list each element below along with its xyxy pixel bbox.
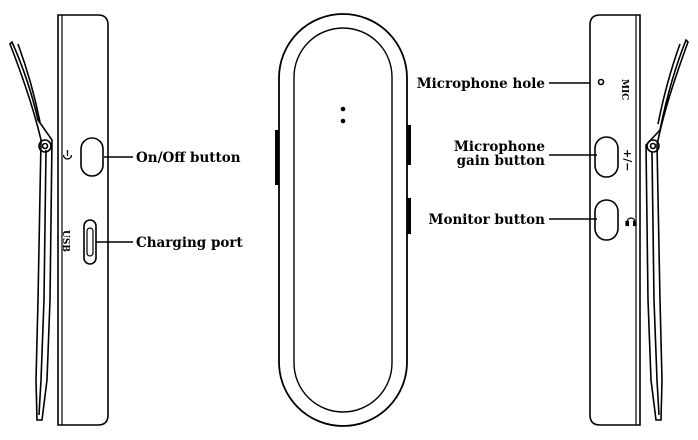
microphone-hole-label: Microphone hole	[417, 76, 545, 92]
left-device-body	[57, 14, 109, 426]
usb-port-icon	[86, 227, 94, 257]
charging-port-label: Charging port	[136, 235, 243, 251]
monitor-button[interactable]	[594, 199, 619, 241]
front-outer-shell	[278, 13, 408, 427]
monitor-button-label: Monitor button	[429, 212, 546, 228]
microphone-gain-button[interactable]	[594, 136, 619, 178]
power-icon	[62, 150, 73, 160]
left-callouts	[96, 156, 133, 243]
right-side-view	[589, 14, 689, 426]
microphone-hole-icon	[597, 78, 605, 86]
left-side-view	[9, 14, 109, 426]
right-belt-clip	[645, 38, 689, 421]
microphone-gain-label-line2: gain button	[457, 153, 546, 169]
gain-symbol-label: +/−	[621, 149, 634, 171]
left-clip-inner-line	[17, 43, 47, 416]
front-inner-panel	[293, 27, 393, 413]
microphone-gain-label-line1: Microphone	[454, 139, 545, 155]
front-right-side-button-top	[407, 125, 411, 165]
on-off-button[interactable]	[80, 137, 104, 177]
front-view	[275, 13, 411, 427]
on-off-label: On/Off button	[136, 150, 241, 166]
left-clip-pin	[38, 139, 52, 153]
front-indicator-dot-bottom	[340, 118, 346, 124]
front-indicator-dot-top	[340, 106, 346, 112]
headphone-icon	[625, 217, 637, 227]
front-left-side-button	[275, 130, 279, 185]
charging-port[interactable]	[83, 219, 97, 265]
usb-label: USB	[60, 230, 70, 252]
right-clip-inner-line	[651, 43, 681, 416]
right-device-body	[589, 14, 641, 426]
right-callouts	[549, 82, 597, 220]
left-belt-clip	[9, 40, 53, 421]
mic-label: MIC	[619, 79, 629, 100]
right-clip-pin	[646, 139, 660, 153]
front-right-side-button-bottom	[407, 198, 411, 234]
